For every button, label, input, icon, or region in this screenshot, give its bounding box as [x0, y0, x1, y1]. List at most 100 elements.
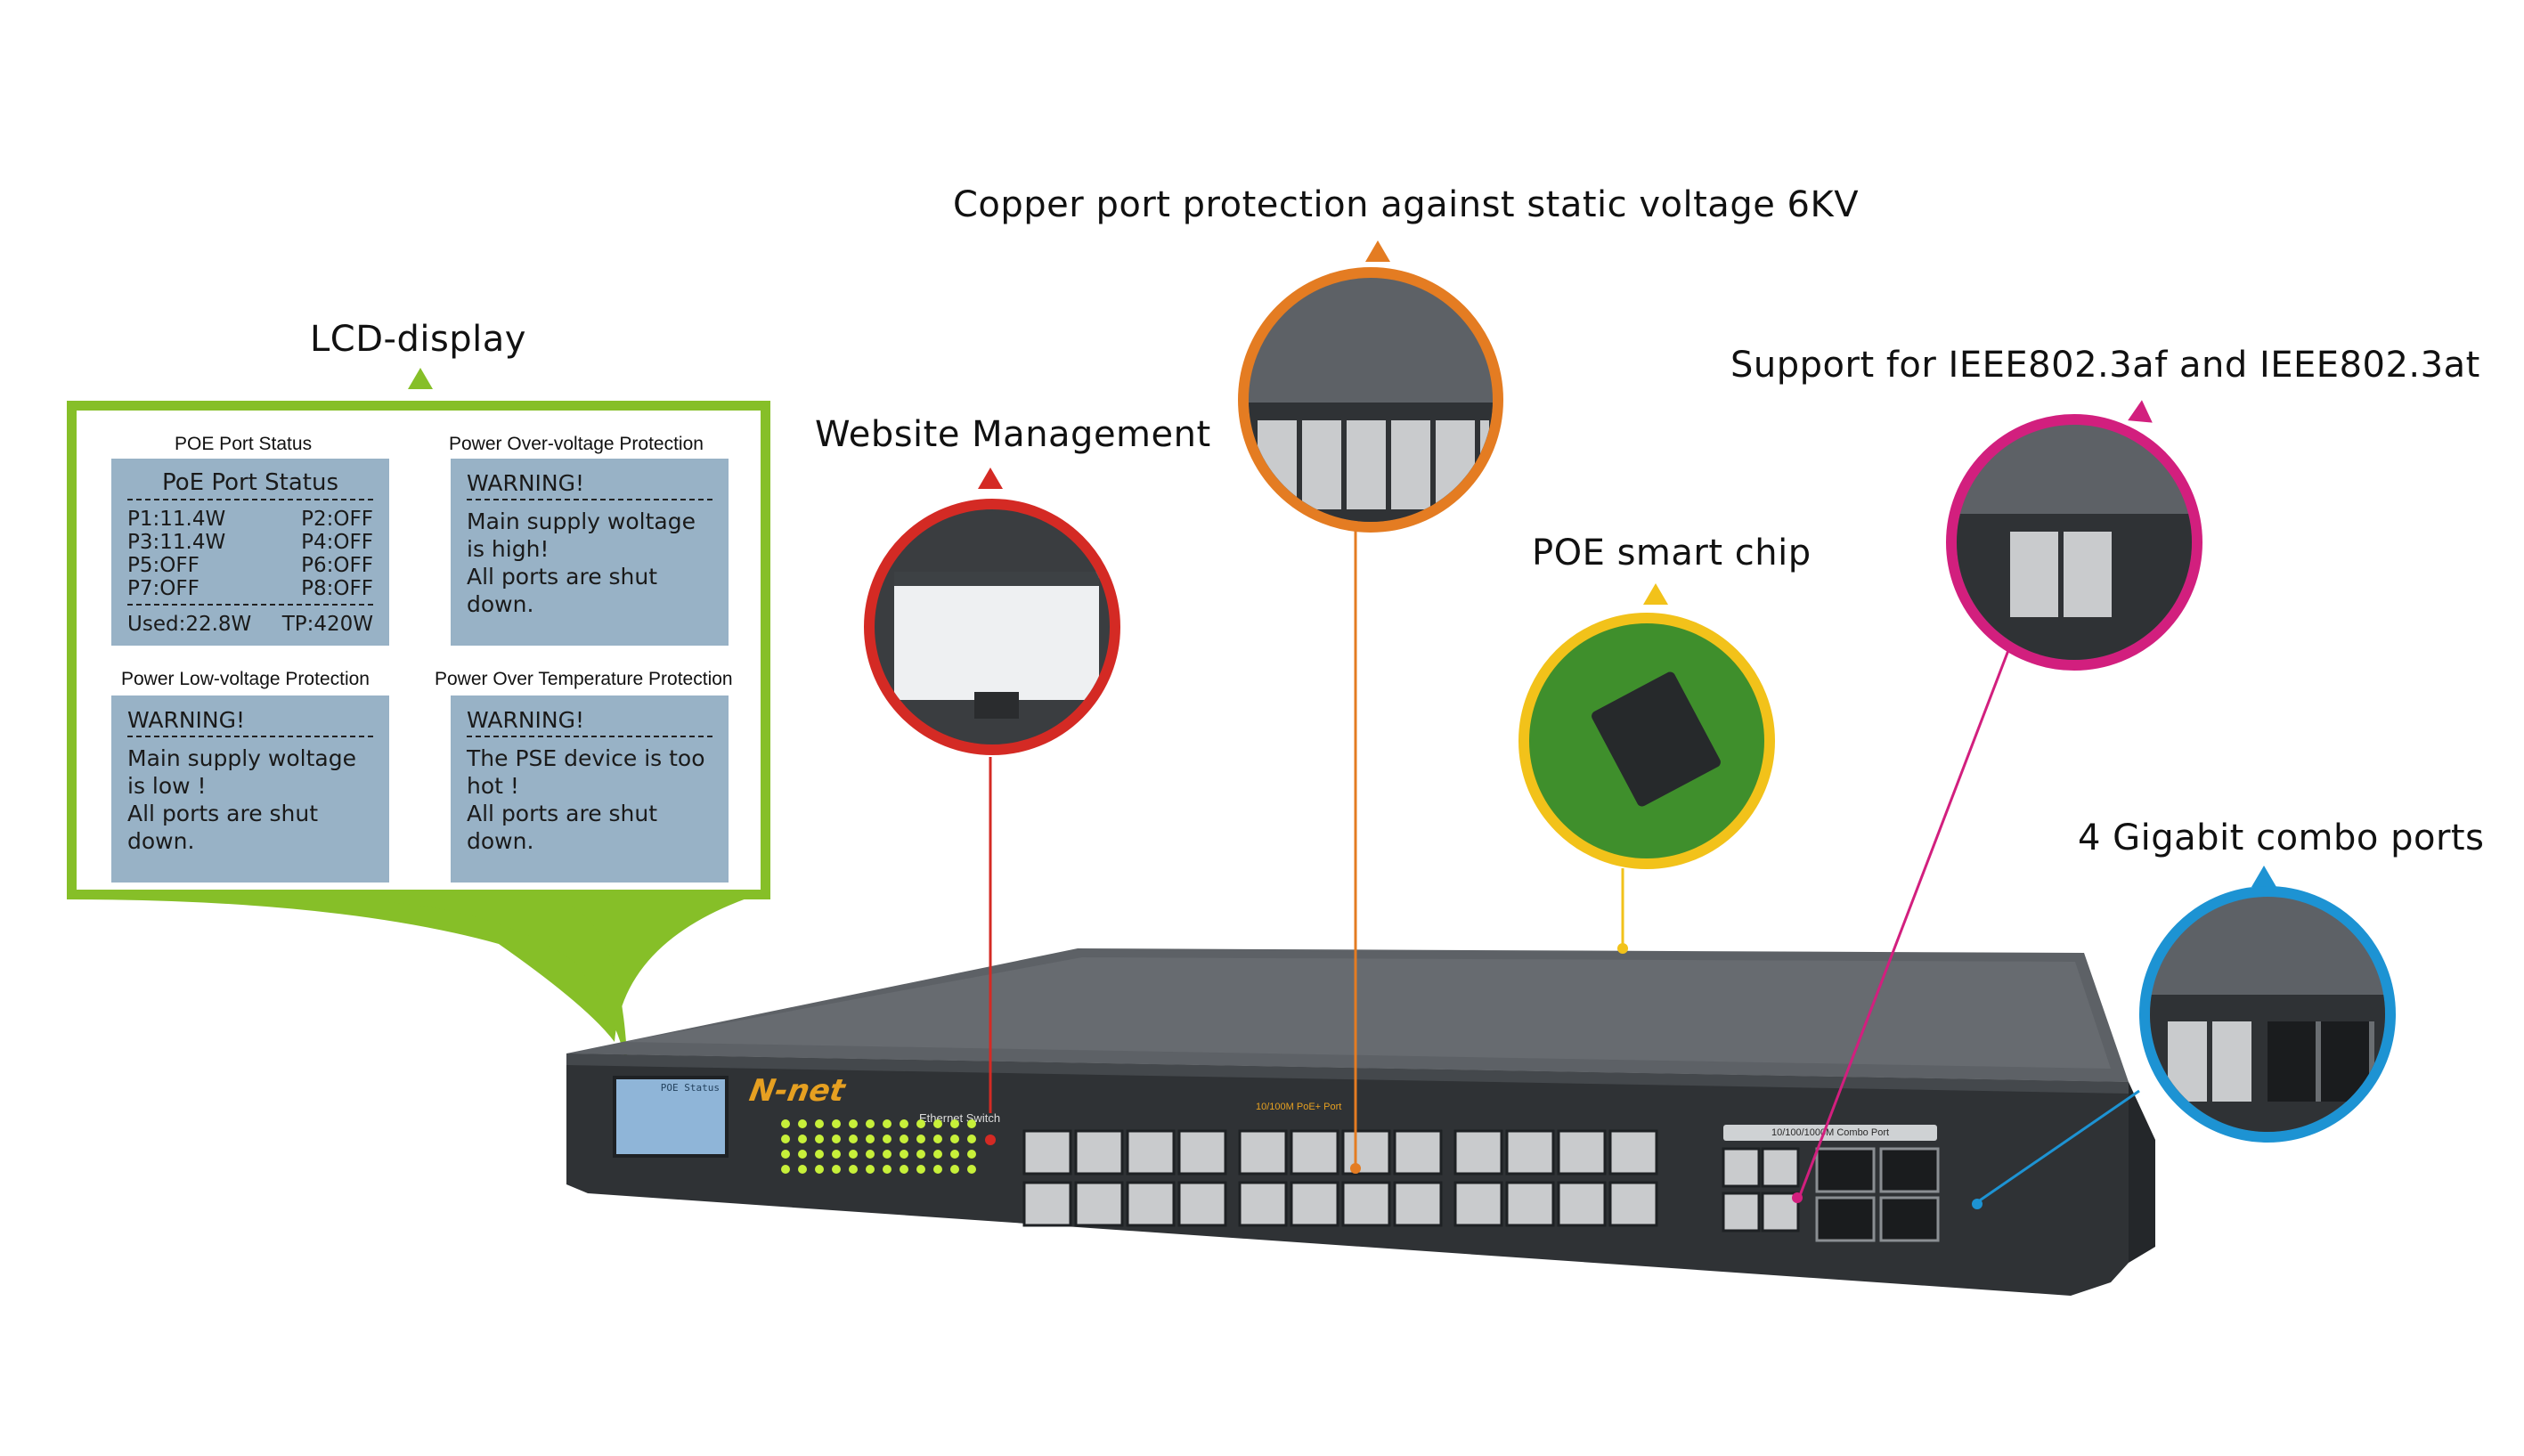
sfp-slot	[1815, 1196, 1876, 1242]
warning-line: All ports are shut	[127, 801, 319, 826]
poe-chip-circle	[1518, 613, 1775, 869]
rj45-port	[1126, 1129, 1176, 1175]
website-management-heading: Website Management	[815, 414, 1211, 455]
copper-pointer-icon	[1365, 240, 1390, 262]
status-led	[933, 1150, 942, 1159]
status-led	[900, 1135, 908, 1143]
status-led	[967, 1150, 976, 1159]
status-led	[832, 1119, 841, 1128]
status-led	[815, 1119, 824, 1128]
lcd-display-heading: LCD-display	[310, 319, 526, 360]
status-led	[866, 1165, 875, 1174]
rj45-port	[1177, 1181, 1227, 1227]
rj45-port	[1022, 1129, 1072, 1175]
monitor-stand-icon	[974, 692, 1019, 719]
status-led	[815, 1165, 824, 1174]
status-led	[933, 1119, 942, 1128]
rj45-port	[1557, 1129, 1607, 1175]
poe-chip-heading: POE smart chip	[1532, 533, 1812, 573]
rj45-port	[1608, 1181, 1658, 1227]
lcd-pointer-icon	[408, 368, 433, 389]
warning-line: Main supply woltage	[127, 745, 356, 771]
status-led	[900, 1150, 908, 1159]
rj45-port	[1177, 1129, 1227, 1175]
warning-title: WARNING!	[467, 470, 584, 496]
rj45-port	[1022, 1181, 1072, 1227]
gigabit-ports-closeup	[2010, 532, 2117, 617]
status-led	[883, 1165, 892, 1174]
poe-status-title: PoE Port Status	[161, 469, 338, 496]
website-management-circle	[864, 499, 1120, 755]
status-led	[849, 1119, 858, 1128]
rj45-port	[1453, 1129, 1503, 1175]
status-led	[849, 1135, 858, 1143]
web-pointer-icon	[978, 468, 1003, 489]
low-voltage-screen: WARNING! Main supply woltage is low ! Al…	[111, 695, 389, 883]
ieee-support-heading: Support for IEEE802.3af and IEEE802.3at	[1730, 345, 2480, 386]
rj45-port	[1238, 1181, 1288, 1227]
rj45-port	[1341, 1181, 1391, 1227]
status-led	[866, 1119, 875, 1128]
status-led	[798, 1150, 807, 1159]
gigabit-rj45-port	[1761, 1147, 1800, 1188]
copper-protection-circle	[1238, 267, 1503, 533]
status-led	[781, 1150, 790, 1159]
status-led	[900, 1165, 908, 1174]
gigabit-rj45-port	[1722, 1192, 1761, 1232]
status-led	[916, 1135, 925, 1143]
rj45-port	[1608, 1129, 1658, 1175]
sfp-slot	[1815, 1147, 1876, 1193]
sfp-slot	[1879, 1147, 1940, 1193]
status-led	[967, 1165, 976, 1174]
status-led	[849, 1165, 858, 1174]
ieee-support-circle	[1946, 414, 2202, 671]
status-led	[781, 1135, 790, 1143]
warning-line: is high!	[467, 536, 550, 562]
status-led	[815, 1150, 824, 1159]
status-led	[950, 1165, 959, 1174]
chip-pointer-icon	[1643, 583, 1668, 605]
status-led	[933, 1165, 942, 1174]
rj45-port	[1074, 1181, 1124, 1227]
status-led	[967, 1135, 976, 1143]
status-led	[916, 1150, 925, 1159]
port-status-value: P4:OFF	[301, 531, 373, 554]
low-voltage-caption: Power Low-voltage Protection	[121, 669, 370, 689]
used-power-value: Used:22.8W	[127, 613, 252, 636]
copper-protection-heading: Copper port protection against static vo…	[953, 184, 1860, 225]
rj45-port	[1238, 1129, 1288, 1175]
status-led	[883, 1150, 892, 1159]
status-led	[781, 1165, 790, 1174]
warning-line: down.	[467, 828, 534, 854]
warning-title: WARNING!	[127, 707, 245, 733]
status-led	[798, 1165, 807, 1174]
status-led	[916, 1119, 925, 1128]
status-led	[916, 1165, 925, 1174]
port-status-value: P8:OFF	[301, 577, 373, 600]
lcd-display-panel: POE Port Status Power Over-voltage Prote…	[67, 401, 770, 899]
status-led	[900, 1119, 908, 1128]
warning-line: Main supply woltage	[467, 508, 696, 534]
rj45-port	[1074, 1129, 1124, 1175]
led-grid	[781, 1119, 976, 1174]
status-led	[950, 1150, 959, 1159]
warning-title: WARNING!	[467, 707, 584, 733]
combo-pointer-icon	[2251, 866, 2276, 887]
status-led	[832, 1135, 841, 1143]
rj45-port	[1393, 1181, 1443, 1227]
status-led	[967, 1119, 976, 1128]
warning-line: All ports are shut	[467, 564, 658, 590]
status-led	[866, 1135, 875, 1143]
combo-ports-heading: 4 Gigabit combo ports	[2078, 817, 2485, 858]
warning-line: hot !	[467, 773, 519, 799]
status-led	[815, 1135, 824, 1143]
warning-line: The PSE device is too	[467, 745, 705, 771]
rj45-port	[1557, 1181, 1607, 1227]
status-led	[933, 1135, 942, 1143]
over-temp-screen: WARNING! The PSE device is too hot ! All…	[451, 695, 729, 883]
warning-line: down.	[127, 828, 195, 854]
port-status-value: P5:OFF	[127, 554, 199, 577]
combo-port-label: 10/100/1000M Combo Port	[1723, 1125, 1937, 1141]
total-power-value: TP:420W	[281, 613, 373, 636]
